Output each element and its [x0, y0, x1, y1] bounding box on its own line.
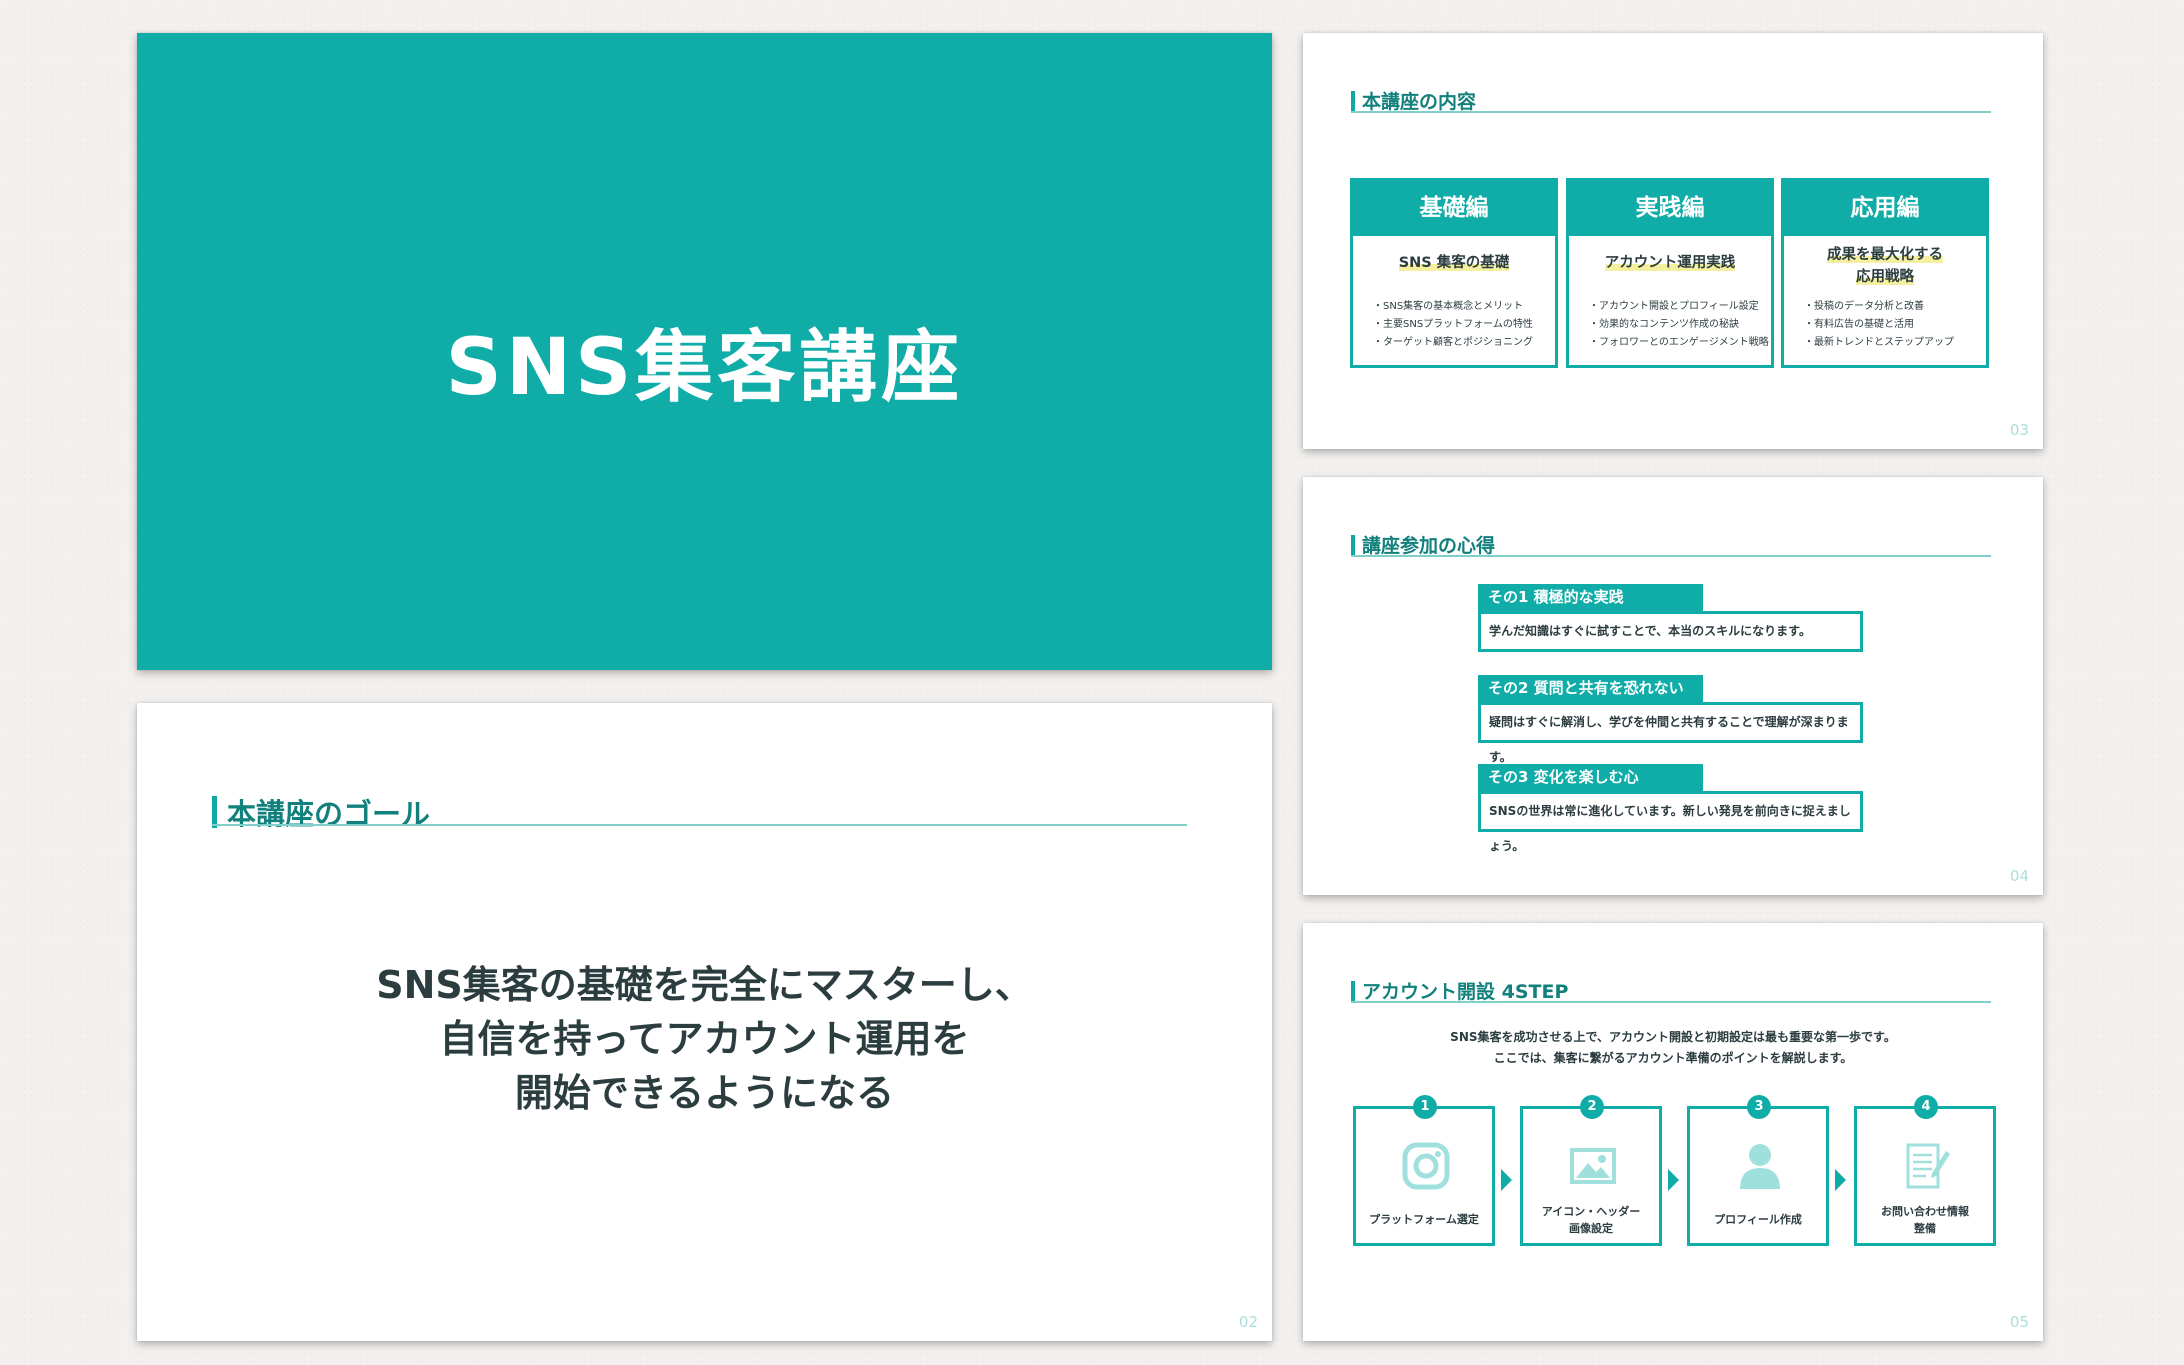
page-number: 05	[2009, 1313, 2029, 1331]
card-list: 投稿のデータ分析と改善 有料広告の基礎と活用 最新トレンドとステップアップ	[1804, 298, 1986, 352]
card-title: 応用編	[1784, 181, 1986, 236]
step-number: 3	[1747, 1095, 1771, 1119]
course-card-advanced: 応用編 成果を最大化する 応用戦略 投稿のデータ分析と改善 有料広告の基礎と活用…	[1781, 178, 1989, 368]
card-title: 実践編	[1569, 181, 1771, 236]
section-heading: 本講座のゴール	[212, 791, 430, 833]
heading-underline	[1351, 111, 1991, 113]
course-card-basic: 基礎編 SNS 集客の基礎 SNS集客の基本概念とメリット 主要SNSプラットフ…	[1350, 178, 1558, 368]
slide-course-content[interactable]: 本講座の内容 基礎編 SNS 集客の基礎 SNS集客の基本概念とメリット 主要S…	[1303, 33, 2043, 449]
arrow-right-icon	[1668, 1169, 1679, 1191]
slide-title-text: SNS集客講座	[445, 323, 964, 413]
page-number: 03	[2009, 421, 2029, 439]
list-item: 最新トレンドとステップアップ	[1804, 334, 1986, 352]
goal-line: 開始できるようになる	[514, 1071, 895, 1115]
heading-text: 本講座の内容	[1362, 91, 1477, 113]
heading-text: アカウント開設 4STEP	[1362, 981, 1569, 1003]
image-icon	[1570, 1148, 1616, 1184]
document-edit-icon	[1906, 1143, 1950, 1189]
page-number: 04	[2009, 867, 2029, 885]
card-list: SNS集客の基本概念とメリット 主要SNSプラットフォームの特性 ターゲット顧客…	[1373, 298, 1555, 352]
heading-bar	[1351, 534, 1355, 555]
step-card: 4 お問い合わせ情報 整備	[1854, 1095, 1996, 1246]
list-item: フォロワーとのエンゲージメント戦略	[1589, 334, 1771, 352]
arrow-right-icon	[1501, 1169, 1512, 1191]
slide-title[interactable]: SNS集客講座	[137, 33, 1272, 670]
card-list: アカウント開設とプロフィール設定 効果的なコンテンツ作成の秘訣 フォロワーとのエ…	[1589, 298, 1771, 352]
heading-underline	[212, 824, 1187, 826]
section-heading: 本講座の内容	[1351, 87, 1476, 114]
step-label: プラットフォーム選定	[1369, 1213, 1479, 1226]
goal-line: 自信を持ってアカウント運用を	[439, 1017, 970, 1061]
goal-line: SNS集客の基礎を完全にマスターし、	[376, 963, 1033, 1007]
slide-goal[interactable]: 本講座のゴール SNS集客の基礎を完全にマスターし、 自信を持ってアカウント運用…	[137, 703, 1272, 1341]
list-item: SNS集客の基本概念とメリット	[1373, 298, 1555, 316]
intro-line: SNS集客を成功させる上で、アカウント開設と初期設定は最も重要な第一歩です。	[1450, 1030, 1896, 1044]
step-number: 2	[1580, 1095, 1604, 1119]
tip-block: その1 積極的な実践 学んだ知識はすぐに試すことで、本当のスキルになります。	[1478, 584, 1863, 652]
tip-block: その2 質問と共有を恐れない 疑問はすぐに解消し、学びを仲間と共有することで理解…	[1478, 675, 1863, 764]
tip-body: 学んだ知識はすぐに試すことで、本当のスキルになります。	[1478, 611, 1863, 652]
list-item: 有料広告の基礎と活用	[1804, 316, 1986, 334]
intro-text: SNS集客を成功させる上で、アカウント開設と初期設定は最も重要な第一歩です。 こ…	[1303, 1027, 2043, 1069]
card-subtitle: SNS 集客の基礎	[1398, 255, 1510, 271]
arrow-right-icon	[1835, 1169, 1846, 1191]
tip-label: その2 質問と共有を恐れない	[1478, 675, 1703, 702]
step-number: 1	[1413, 1095, 1437, 1119]
heading-underline	[1351, 555, 1991, 557]
intro-line: ここでは、集客に繋がるアカウント準備のポイントを解説します。	[1493, 1051, 1853, 1065]
tip-block: その3 変化を楽しむ心 SNSの世界は常に進化しています。新しい発見を前向きに捉…	[1478, 764, 1863, 853]
card-subtitle: アカウント運用実践	[1604, 255, 1736, 271]
list-item: 効果的なコンテンツ作成の秘訣	[1589, 316, 1771, 334]
step-label: プロフィール作成	[1714, 1213, 1802, 1226]
list-item: ターゲット顧客とポジショニング	[1373, 334, 1555, 352]
step-card: 2 アイコン・ヘッダー 画像設定	[1520, 1095, 1662, 1246]
heading-underline	[1351, 1001, 1991, 1003]
step-card: 1 プラットフォーム選定	[1353, 1095, 1495, 1246]
card-subtitle: 成果を最大化する 応用戦略	[1827, 247, 1943, 285]
heading-bar	[212, 796, 217, 828]
slide-account-steps[interactable]: アカウント開設 4STEP SNS集客を成功させる上で、アカウント開設と初期設定…	[1303, 923, 2043, 1341]
tip-body: 疑問はすぐに解消し、学びを仲間と共有することで理解が深まります。	[1478, 702, 1863, 764]
heading-text: 本講座のゴール	[227, 797, 431, 831]
page-number: 02	[1238, 1313, 1258, 1331]
list-item: アカウント開設とプロフィール設定	[1589, 298, 1771, 316]
step-label: お問い合わせ情報 整備	[1881, 1205, 1969, 1235]
section-heading: 講座参加の心得	[1351, 531, 1495, 558]
tip-label: その1 積極的な実践	[1478, 584, 1703, 611]
heading-text: 講座参加の心得	[1362, 535, 1496, 557]
card-title: 基礎編	[1353, 181, 1555, 236]
tip-body: SNSの世界は常に進化しています。新しい発見を前向きに捉えましょう。	[1478, 791, 1863, 853]
list-item: 主要SNSプラットフォームの特性	[1373, 316, 1555, 334]
step-label: アイコン・ヘッダー 画像設定	[1541, 1205, 1641, 1235]
goal-statement: SNS集客の基礎を完全にマスターし、 自信を持ってアカウント運用を 開始できるよ…	[137, 958, 1272, 1120]
course-card-practice: 実践編 アカウント運用実践 アカウント開設とプロフィール設定 効果的なコンテンツ…	[1566, 178, 1774, 368]
slide-mindset[interactable]: 講座参加の心得 その1 積極的な実践 学んだ知識はすぐに試すことで、本当のスキル…	[1303, 477, 2043, 895]
list-item: 投稿のデータ分析と改善	[1804, 298, 1986, 316]
tip-label: その3 変化を楽しむ心	[1478, 764, 1703, 791]
step-number: 4	[1914, 1095, 1938, 1119]
heading-bar	[1351, 980, 1355, 1001]
instagram-icon	[1402, 1142, 1450, 1190]
person-icon	[1740, 1144, 1780, 1189]
step-card: 3 プロフィール作成	[1687, 1095, 1829, 1246]
section-heading: アカウント開設 4STEP	[1351, 977, 1568, 1004]
heading-bar	[1351, 90, 1355, 111]
